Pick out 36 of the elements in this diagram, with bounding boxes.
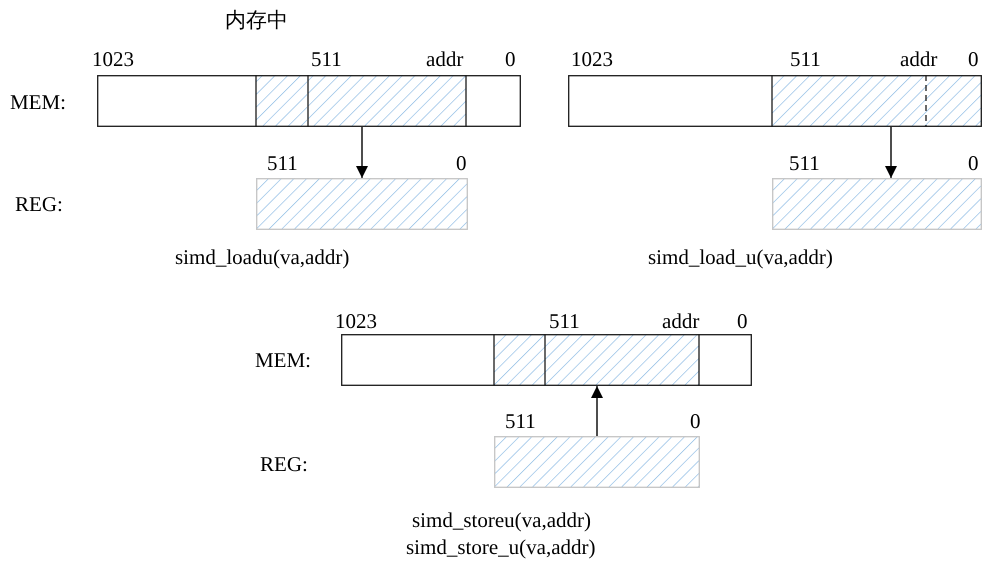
- bit-index-label: 511: [267, 151, 298, 175]
- bit-index-label: 0: [968, 151, 978, 175]
- bit-index-label: addr: [900, 47, 938, 71]
- bit-index-label: 511: [311, 47, 342, 71]
- row-label: MEM:: [10, 90, 66, 114]
- row-label: MEM:: [255, 348, 312, 372]
- bit-index-label: 0: [690, 409, 700, 433]
- bit-index-label: 1023: [92, 47, 134, 71]
- bit-index-label: 1023: [335, 309, 377, 333]
- arrow: [356, 127, 368, 178]
- bit-index-label: 0: [456, 151, 466, 175]
- register-bar: [772, 178, 982, 230]
- function-label: simd_storeu(va,addr): [412, 508, 592, 532]
- bit-index-label: 511: [505, 409, 536, 433]
- function-label: simd_load_u(va,addr): [648, 245, 833, 269]
- bit-index-label: 511: [549, 309, 580, 333]
- memory-bar: [341, 334, 752, 386]
- bit-index-label: 511: [789, 151, 820, 175]
- arrow: [591, 386, 603, 436]
- row-label: REG:: [15, 192, 63, 216]
- bit-index-label: addr: [426, 47, 464, 71]
- bit-index-label: 0: [505, 47, 516, 71]
- memory-bar: [97, 75, 521, 127]
- bit-index-label: 0: [968, 47, 978, 71]
- function-label: simd_store_u(va,addr): [406, 535, 596, 559]
- register-bar: [256, 178, 468, 230]
- bit-index-label: 511: [790, 47, 821, 71]
- memory-bar: [568, 75, 982, 127]
- arrow: [885, 127, 897, 178]
- bit-index-label: 1023: [571, 47, 613, 71]
- row-label: REG:: [260, 452, 308, 476]
- bit-index-label: 0: [737, 309, 748, 333]
- function-label: simd_loadu(va,addr): [175, 245, 350, 269]
- heading: 内存中: [225, 8, 288, 32]
- register-bar: [494, 436, 700, 488]
- bit-index-label: addr: [662, 309, 700, 333]
